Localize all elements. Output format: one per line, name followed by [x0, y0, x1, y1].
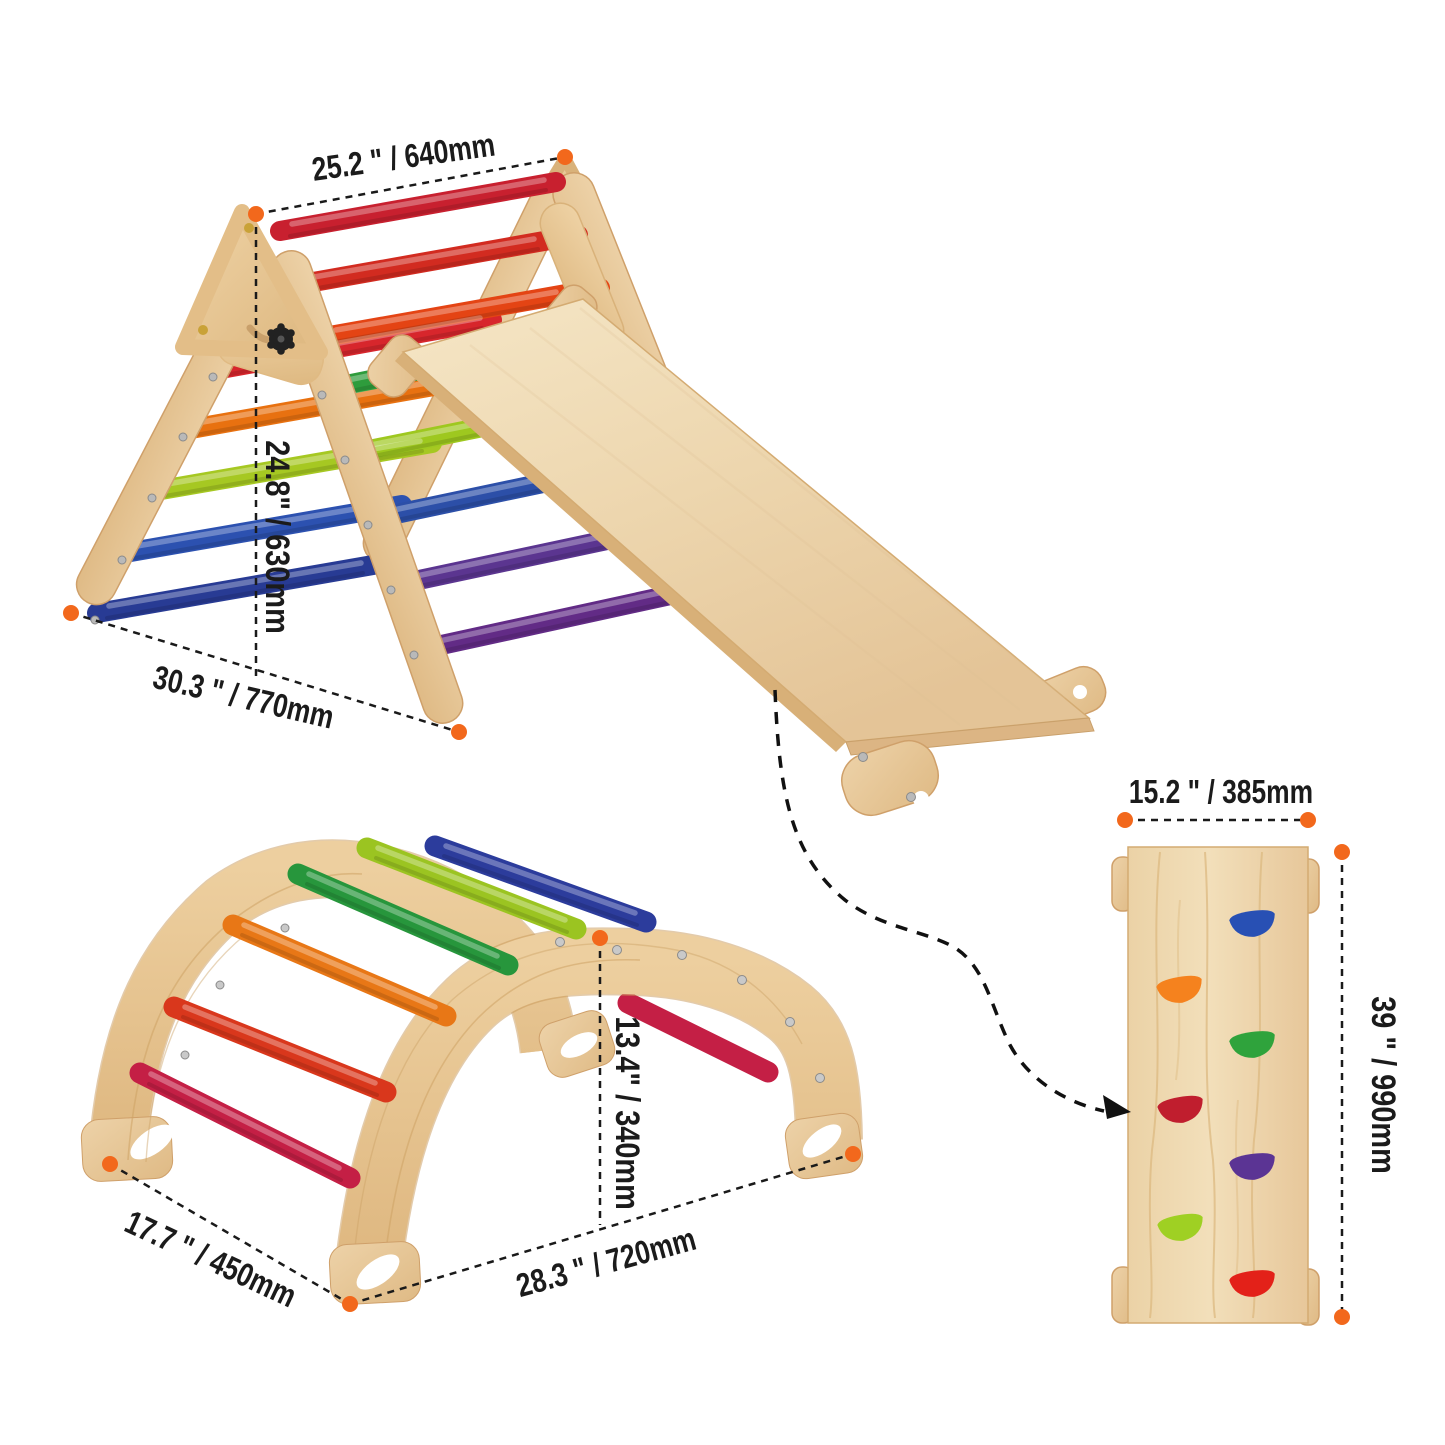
svg-text:24.8" / 630mm: 24.8" / 630mm	[258, 440, 297, 634]
svg-text:15.2 " / 385mm: 15.2 " / 385mm	[1129, 774, 1313, 810]
svg-text:39 " / 990mm: 39 " / 990mm	[1364, 996, 1403, 1174]
svg-text:13.4" / 340mm: 13.4" / 340mm	[608, 1016, 647, 1210]
